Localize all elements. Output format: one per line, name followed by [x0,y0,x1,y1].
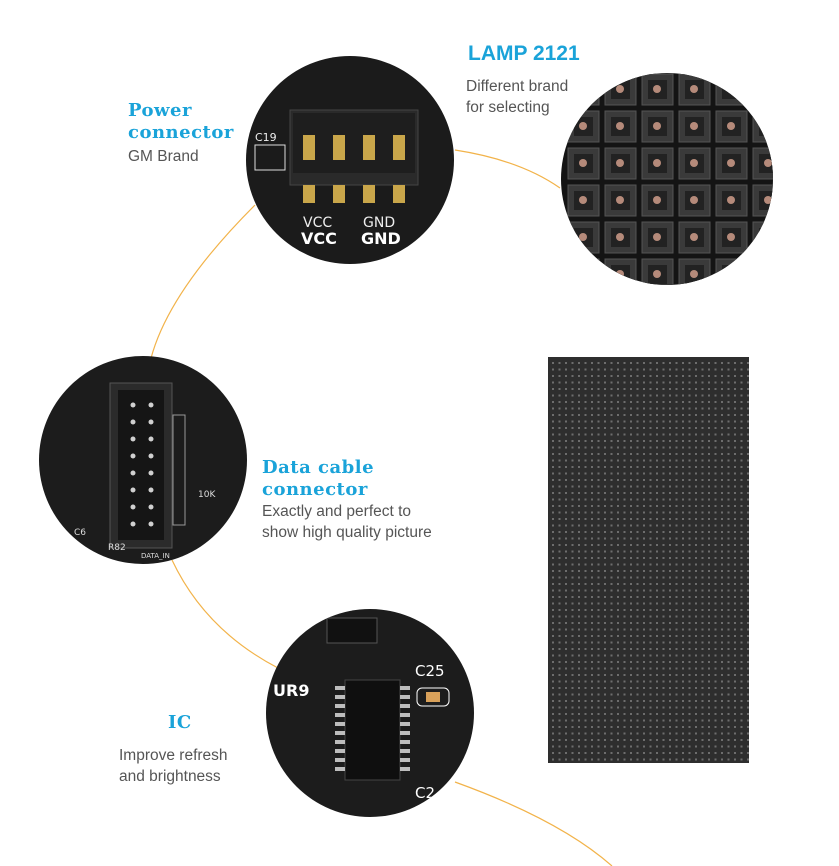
ur9-label: UR9 [273,681,309,700]
power-connector-title: Power connector [128,100,234,144]
lamp-desc-line1: Different brand [466,78,569,95]
data-cable-connector-image: 10K C6 R82 DATA_IN [39,356,247,564]
power-title-line2: connector [128,122,234,143]
c6-label: C6 [74,528,86,538]
data-cable-desc-line2: show high quality picture [262,524,432,541]
data-cable-title-line1: Data cable [262,457,375,478]
power-connector-desc: GM Brand [128,148,199,165]
lamp-image [561,73,773,285]
lamp-desc-line2: for selecting [466,99,550,116]
data-in-label: DATA_IN [141,552,170,560]
c19-label: C19 [255,131,277,144]
gnd-small-label: GND [363,215,395,231]
lamp-desc: Different brand for selecting [466,76,568,118]
data-cable-desc: Exactly and perfect to show high quality… [262,501,432,543]
ic-desc-line2: and brightness [119,768,221,785]
r82-label: R82 [108,543,126,553]
ic-desc: Improve refresh and brightness [119,745,228,787]
r10k-label: 10K [198,490,216,500]
ic-image: UR9 C25 C2 [266,609,474,817]
vcc-label: VCC [301,229,337,248]
data-cable-title: Data cable connector [262,457,374,501]
lamp-title: LAMP 2121 [468,42,580,65]
ic-desc-line1: Improve refresh [119,747,228,764]
c2-label: C2 [415,784,435,802]
gnd-label: GND [361,229,401,248]
power-title-line1: Power [128,100,192,121]
data-cable-title-line2: connector [262,479,368,500]
power-connector-image: C19 VCC GND VCC GND [246,56,454,264]
vcc-small-label: VCC [303,215,332,231]
ic-title: IC [168,712,192,733]
data-cable-desc-line1: Exactly and perfect to [262,503,412,520]
led-panel-image [548,357,749,763]
c25-label: C25 [415,662,445,680]
